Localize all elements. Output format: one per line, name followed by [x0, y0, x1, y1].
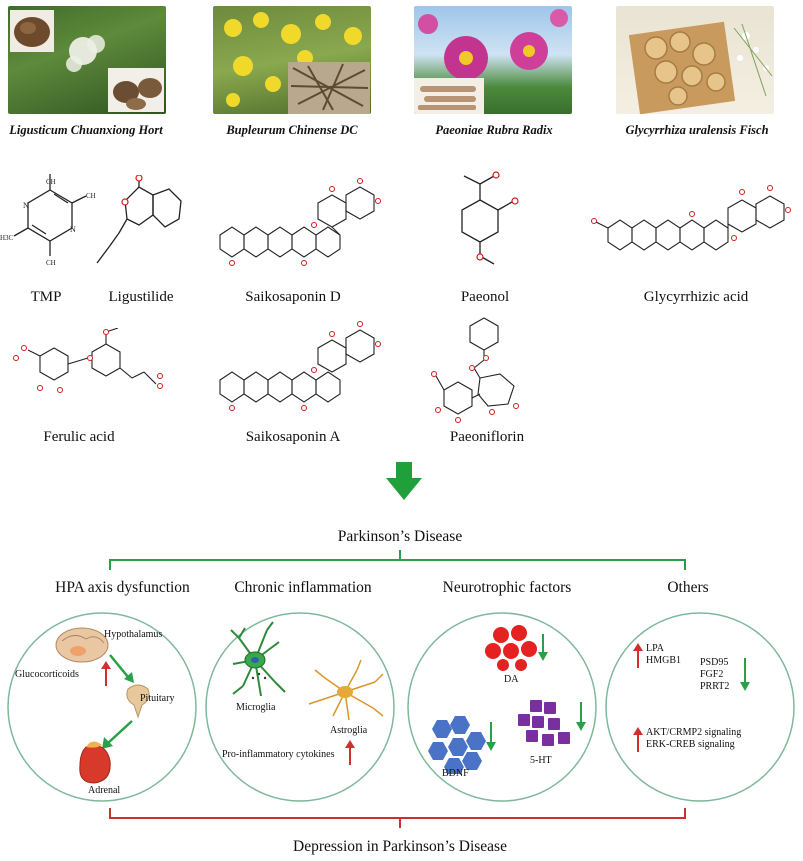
compound-saikosaponin-a: Saikosaponin A: [245, 429, 341, 445]
neurotrophic-label-5ht: 5-HT: [530, 755, 552, 766]
compound-ferulic-acid: Ferulic acid: [43, 429, 115, 445]
hpa-illustration: [55, 627, 150, 784]
herb-name-glycyrrhiza: Glycyrrhiza uralensis Fisch: [625, 123, 769, 137]
herb-name-bupleurum: Bupleurum Chinense DC: [226, 123, 358, 137]
saikosaponin-a-structure: [219, 321, 381, 411]
cytokines-up-arrow-icon: [345, 740, 355, 765]
disease-title: Parkinson’s Disease: [337, 528, 463, 545]
bottom-bracket: [109, 808, 686, 828]
da-molecule-cluster: [485, 625, 537, 671]
inflammation-label-astroglia: Astroglia: [330, 725, 368, 736]
category-inflammation: Chronic inflammation: [234, 579, 372, 596]
neurotrophic-label-bdnf: BDNF: [442, 768, 469, 779]
herb-photo-glycyrrhiza: [616, 6, 774, 114]
tmp-atom-n2: N: [70, 225, 76, 234]
tmp-atom-n1: N: [23, 201, 29, 210]
herb-photo-chuanxiong: [8, 6, 166, 114]
herb-name-paeonia: Paeoniae Rubra Radix: [435, 123, 553, 137]
others-down-arrow-icon: [740, 658, 750, 691]
others-label-fgf2: FGF2: [700, 669, 724, 680]
others-label-erk: ERK-CREB signaling: [646, 739, 735, 750]
category-neurotrophic: Neurotrophic factors: [442, 579, 572, 596]
serotonin-molecule-cluster: [518, 700, 570, 746]
tmp-atom-ch-right: CH: [86, 192, 96, 200]
compound-saikosaponin-d: Saikosaponin D: [245, 289, 341, 305]
paeoniflorin-structure: [431, 317, 519, 423]
compound-glycyrrhizic-acid: Glycyrrhizic acid: [643, 289, 749, 305]
tmp-atom-ch3-top: CH: [46, 178, 56, 186]
herb-photo-paeonia: [414, 6, 572, 114]
inflammation-label-microglia: Microglia: [236, 702, 276, 713]
paeonia-illustration: [414, 9, 568, 114]
glycyrrhizic-acid-structure: [591, 185, 791, 251]
glucocorticoids-up-arrow-icon: [101, 661, 111, 686]
glycyrrhiza-illustration: [628, 21, 773, 114]
others-label-prrt2: PRRT2: [700, 681, 730, 692]
herb-photo-bupleurum: [213, 6, 371, 114]
others-label-akt: AKT/CRMP2 signaling: [646, 727, 742, 738]
top-bracket: [109, 550, 686, 570]
bottom-title: Depression in Parkinson’s Disease: [293, 838, 507, 855]
da-down-arrow-icon: [538, 634, 548, 661]
compound-tmp: TMP: [30, 289, 62, 305]
glia-illustration: [230, 621, 384, 721]
circle-inflammation: [205, 612, 395, 802]
bdnf-down-arrow-icon: [486, 722, 496, 751]
inflammation-label-cytokines: Pro-inflammatory cytokines: [222, 749, 335, 760]
paeonol-structure: [461, 171, 519, 265]
neurotrophic-label-da: DA: [504, 674, 519, 685]
compound-paeonol: Paeonol: [460, 289, 510, 305]
category-hpa: HPA axis dysfunction: [55, 579, 190, 596]
bupleurum-illustration: [224, 12, 370, 114]
others-label-hmgb1: HMGB1: [646, 655, 682, 666]
compound-ligustilide: Ligustilide: [108, 289, 174, 305]
ligustilide-structure: [96, 175, 182, 264]
tmp-structure: CH CH H3C CH N N: [0, 174, 96, 267]
hpa-label-adrenal: Adrenal: [88, 785, 121, 796]
hpa-label-hypothalamus: Hypothalamus: [104, 629, 163, 640]
panel-circles: [7, 612, 795, 802]
bdnf-molecule-cluster: [428, 716, 486, 774]
compound-paeoniflorin: Paeoniflorin: [449, 429, 525, 445]
circle-neurotrophic: [407, 612, 597, 802]
chuanxiong-illustration: [10, 10, 164, 112]
circle-others: [605, 612, 795, 802]
hpa-label-glucocorticoids: Glucocorticoids: [15, 669, 79, 680]
others-label-psd95: PSD95: [700, 657, 729, 668]
saikosaponin-d-structure: [219, 178, 381, 266]
others-up-arrow-icon-2: [633, 727, 643, 752]
hpa-label-pituitary: Pituitary: [140, 693, 175, 704]
serotonin-down-arrow-icon: [576, 702, 586, 731]
others-up-arrow-icon-1: [633, 643, 643, 668]
circle-hpa: [7, 612, 197, 802]
herb-name-chuanxiong: Ligusticum Chuanxiong Hort: [9, 123, 163, 137]
tmp-atom-ch3-bottom: CH: [46, 259, 56, 267]
category-others: Others: [667, 579, 709, 596]
green-down-arrow-icon: [386, 462, 422, 500]
ferulic-acid-structure: [13, 328, 163, 393]
tmp-atom-h3c: H3C: [0, 234, 14, 242]
others-label-lpa: LPA: [646, 643, 664, 654]
